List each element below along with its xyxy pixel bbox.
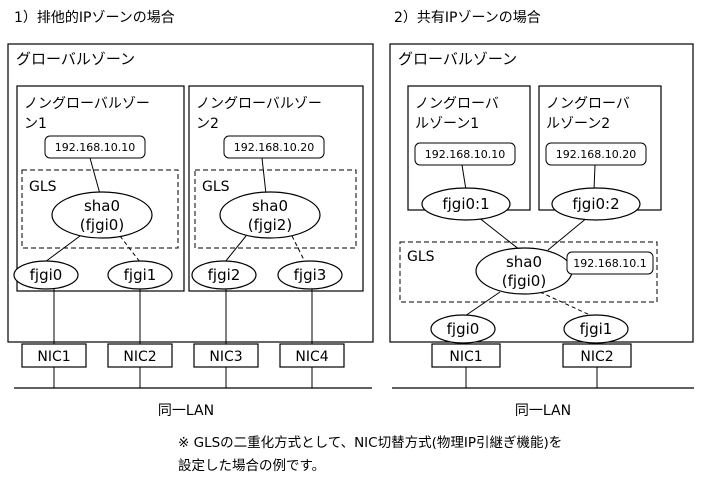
left-zone1-ip-box (44, 135, 146, 159)
left-nic1-label: NIC1 (37, 349, 70, 365)
left-sha0-to-fjgi0 (44, 235, 81, 263)
right-port1-to-sha0 (477, 216, 521, 251)
right-port-fjgi0 (430, 314, 496, 344)
left-heading: 1）排他的IPゾーンの場合 (14, 10, 175, 26)
left-zone2-ip: 192.168.10.20 (234, 141, 314, 154)
right-global-zone-label: グローバルゾーン (398, 50, 517, 68)
right-sha0-to-fjgi1 (539, 291, 593, 317)
left-port-fjgi3 (277, 260, 343, 290)
left-gls2-box (194, 169, 357, 249)
left-nic3-label: NIC3 (209, 349, 242, 365)
left-zone2-title-line1: ノングローバルゾー (196, 96, 322, 112)
left-sha0-2-label: sha0 (252, 197, 288, 215)
left-port-fjgi0-label: fjgi0 (30, 266, 63, 284)
left-sha0-2-fjgi: (fjgi2) (248, 216, 292, 234)
left-sha0b-to-fjgi2 (224, 235, 247, 263)
left-sha0-1-label: sha0 (84, 197, 120, 215)
right-gls-ip-box (566, 251, 654, 275)
right-port-fjgi0-1 (421, 187, 511, 221)
right-heading: 2）共有IPゾーンの場合 (394, 10, 541, 26)
right-port-fjgi0-2 (551, 187, 641, 221)
left-zone2-title-line2: ン2 (196, 116, 219, 132)
right-gls-ip: 192.168.10.1 (573, 257, 646, 270)
right-zone1-title-line1: ノングローバ (415, 96, 499, 112)
left-lan-label: 同一LAN (158, 403, 214, 419)
right-port2-to-sha0 (547, 216, 589, 251)
left-global-zone-box (7, 43, 374, 343)
right-zone2-title-line2: ルゾーン2 (546, 116, 610, 132)
left-nic2-label: NIC2 (123, 349, 156, 365)
left-sha0-node-2 (219, 191, 321, 239)
left-ip1-to-sha0 (89, 157, 101, 195)
left-zone1-title-line1: ノングローバルゾー (24, 96, 150, 112)
right-nic1-label: NIC1 (449, 349, 482, 365)
right-ip1-to-port (461, 164, 467, 191)
left-zone2-ip-box (223, 135, 325, 159)
left-zone1-box (16, 85, 185, 292)
right-port-fjgi0-label: fjgi0 (447, 320, 480, 338)
right-port-fjgi0-2-label: fjgi0:2 (572, 195, 619, 213)
right-sha0-label: sha0 (506, 253, 542, 271)
right-zone1-ip-box (414, 142, 516, 166)
right-gls-box (399, 241, 658, 303)
right-ip2-to-port (593, 164, 596, 191)
left-global-zone-label: グローバルゾーン (16, 50, 135, 68)
left-nic4-label: NIC4 (295, 349, 328, 365)
left-sha0-to-fjgi1 (119, 235, 141, 263)
left-sha0-1-fjgi: (fjgi0) (80, 216, 124, 234)
note-line2: 設定した場合の例です。 (178, 458, 325, 474)
right-port-fjgi1-label: fjgi1 (580, 320, 613, 338)
left-port-fjgi0 (13, 260, 79, 290)
left-sha0b-to-fjgi3 (291, 235, 306, 263)
left-gls1-box (21, 169, 179, 249)
right-zone1-title-line2: ルゾーン1 (415, 116, 479, 132)
right-zone2-ip: 192.168.10.20 (556, 148, 636, 161)
note-line1: ※ GLSの二重化方式として、NIC切替方式(物理IP引継ぎ機能)を (178, 435, 562, 451)
right-zone2-ip-box (545, 142, 647, 166)
right-nic2-label: NIC2 (580, 349, 613, 365)
right-zone2-title-line1: ノングローバ (546, 96, 630, 112)
right-lan-label: 同一LAN (515, 403, 571, 419)
left-zone1-ip: 192.168.10.10 (55, 141, 135, 154)
left-zone2-box (188, 85, 364, 292)
right-gls-label: GLS (407, 249, 435, 265)
right-global-zone-box (389, 43, 694, 343)
left-port-fjgi3-label: fjgi3 (294, 266, 327, 284)
left-zone1-title-line2: ン1 (24, 116, 47, 132)
right-sha0-fjgi: (fjgi0) (502, 272, 546, 290)
left-ip2-to-sha0 (261, 157, 267, 195)
left-sha0-node-1 (51, 191, 153, 239)
right-zone1-ip: 192.168.10.10 (425, 148, 505, 161)
left-port-fjgi1-label: fjgi1 (124, 266, 157, 284)
left-port-fjgi2-label: fjgi2 (208, 266, 241, 284)
left-gls1-label: GLS (29, 179, 57, 195)
left-port-fjgi2 (191, 260, 257, 290)
right-port-fjgi0-1-label: fjgi0:1 (442, 195, 489, 213)
left-gls2-label: GLS (202, 179, 230, 195)
right-sha0-to-fjgi0 (464, 291, 501, 317)
